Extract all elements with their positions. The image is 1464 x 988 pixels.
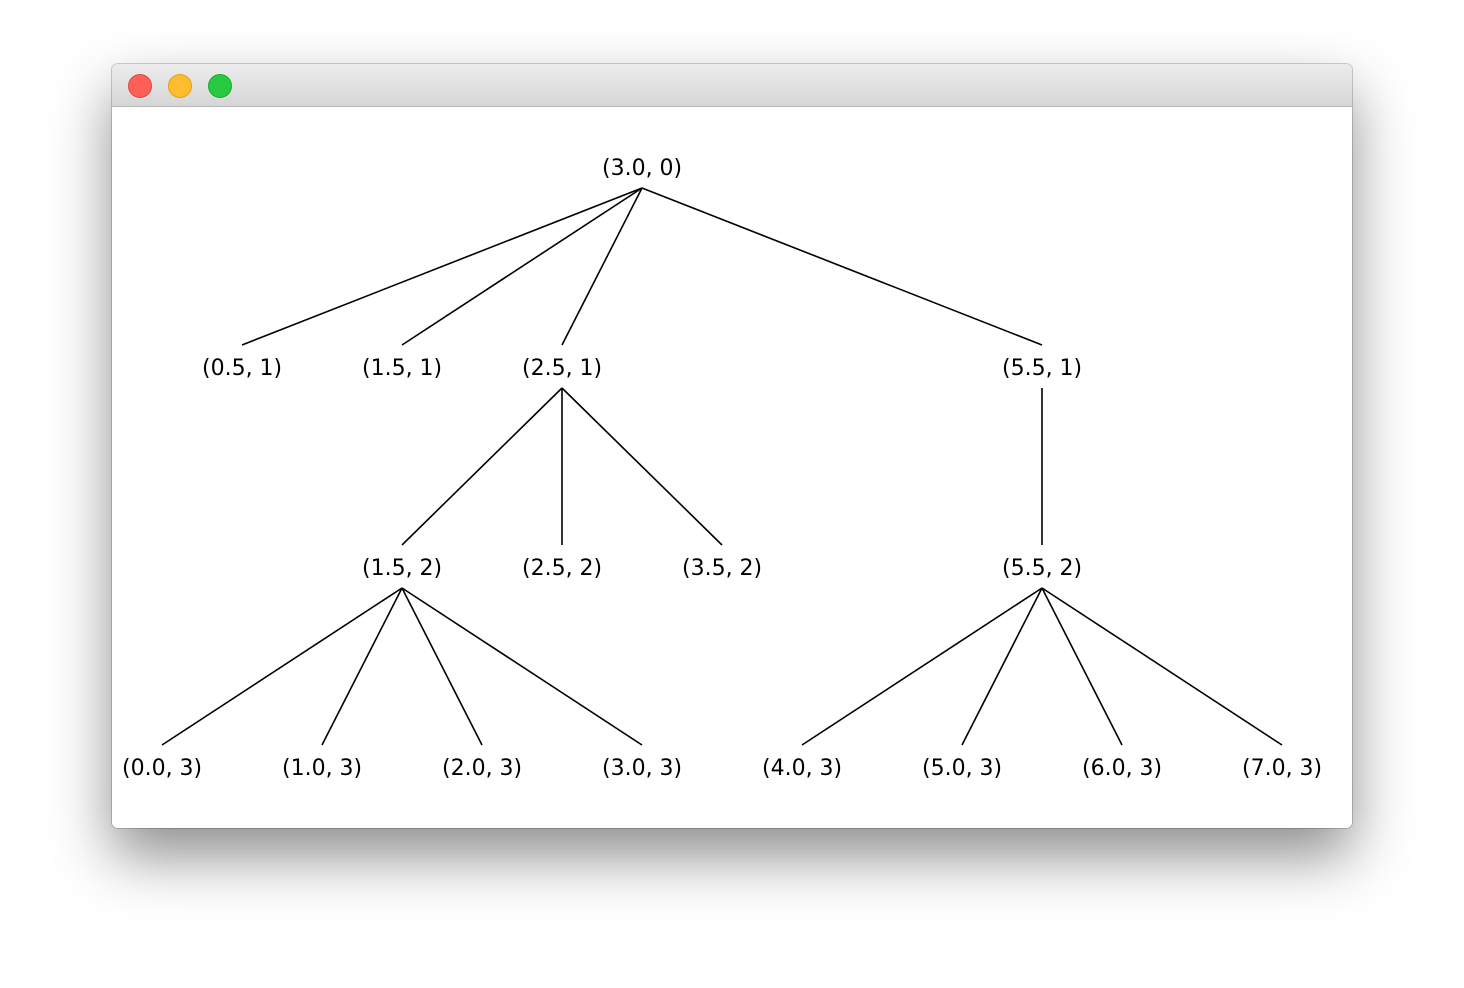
- tree-node-label: (0.5, 1): [202, 356, 282, 381]
- tree-edge: [401, 187, 643, 346]
- tree-node-label: (5.5, 2): [1002, 556, 1082, 581]
- title-bar[interactable]: [112, 64, 1352, 107]
- tree-edge: [561, 387, 723, 546]
- app-window: (3.0, 0) (0.5, 1) (1.5, 1) (2.5, 1) (5.5, 1)…: [112, 64, 1352, 828]
- tree-edge: [1041, 587, 1123, 746]
- tree-edge: [801, 587, 1043, 746]
- minimize-button[interactable]: [168, 74, 192, 98]
- tree-edge: [641, 187, 1043, 346]
- tree-edge: [401, 587, 643, 746]
- tree-edge: [241, 187, 643, 346]
- tree-node-label: (0.0, 3): [122, 756, 202, 781]
- tree-node-label: (3.5, 2): [682, 556, 762, 581]
- tree-edge: [401, 387, 563, 546]
- edges-layer: [161, 187, 1283, 746]
- tree-node-label: (2.0, 3): [442, 756, 522, 781]
- tree-node-label: (5.5, 1): [1002, 356, 1082, 381]
- tree-node-label: (5.0, 3): [922, 756, 1002, 781]
- tree-node-label: (3.0, 3): [602, 756, 682, 781]
- tree-edge: [321, 587, 403, 746]
- tree-node-label: (1.0, 3): [282, 756, 362, 781]
- tree-node-label: (3.0, 0): [602, 156, 682, 181]
- tree-node-label: (7.0, 3): [1242, 756, 1322, 781]
- tree-node-label: (1.5, 1): [362, 356, 442, 381]
- tree-canvas: (3.0, 0) (0.5, 1) (1.5, 1) (2.5, 1) (5.5, 1)…: [112, 107, 1352, 828]
- tree-diagram: (3.0, 0) (0.5, 1) (1.5, 1) (2.5, 1) (5.5, 1)…: [122, 156, 1322, 781]
- tree-node-label: (4.0, 3): [762, 756, 842, 781]
- tree-node-label: (1.5, 2): [362, 556, 442, 581]
- tree-edge: [1041, 587, 1283, 746]
- close-button[interactable]: [128, 74, 152, 98]
- tree-node-label: (2.5, 1): [522, 356, 602, 381]
- tree-edge: [561, 187, 643, 346]
- tree-edge: [961, 587, 1043, 746]
- tree-node-label: (6.0, 3): [1082, 756, 1162, 781]
- labels-layer: (3.0, 0) (0.5, 1) (1.5, 1) (2.5, 1) (5.5, 1)…: [122, 156, 1322, 781]
- tree-edge: [161, 587, 403, 746]
- zoom-button[interactable]: [208, 74, 232, 98]
- tree-edge: [401, 587, 483, 746]
- tree-node-label: (2.5, 2): [522, 556, 602, 581]
